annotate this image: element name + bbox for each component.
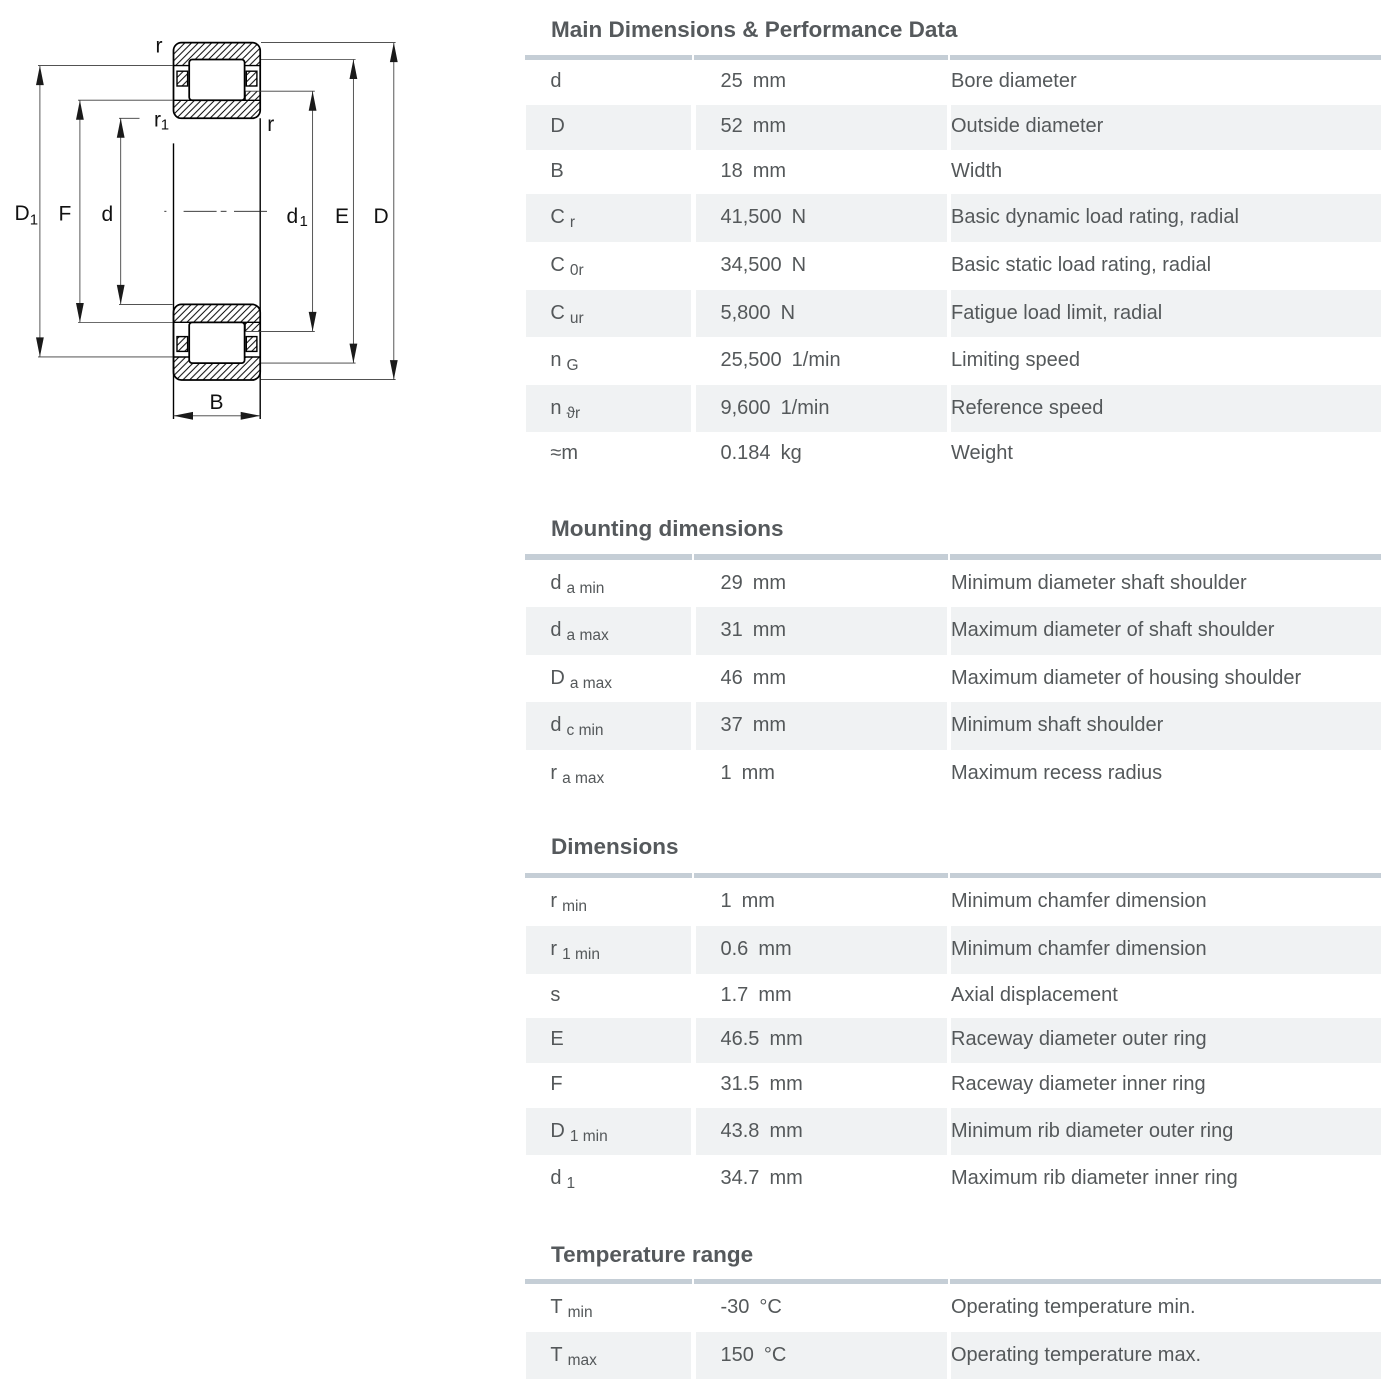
svg-text:r: r bbox=[154, 109, 161, 132]
svg-text:D: D bbox=[15, 202, 30, 225]
svg-text:1: 1 bbox=[30, 212, 38, 229]
svg-text:d: d bbox=[287, 205, 299, 228]
svg-text:D: D bbox=[374, 205, 389, 228]
svg-text:d: d bbox=[102, 203, 114, 226]
svg-text:r: r bbox=[156, 35, 163, 58]
svg-text:F: F bbox=[59, 202, 72, 225]
svg-text:1: 1 bbox=[161, 117, 169, 134]
svg-text:B: B bbox=[210, 391, 224, 414]
svg-text:1: 1 bbox=[300, 213, 308, 230]
svg-text:r: r bbox=[267, 113, 274, 136]
svg-text:E: E bbox=[335, 205, 349, 228]
